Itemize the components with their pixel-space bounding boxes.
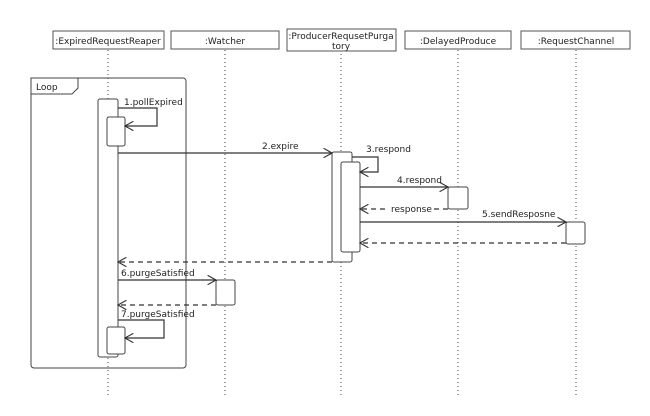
activation-channel bbox=[565, 221, 586, 245]
activation-reaper-poll bbox=[106, 116, 126, 147]
participant-label: :DelayedProduce bbox=[420, 37, 497, 47]
message-label-purge-satisfied: 6.purgeSatisfied bbox=[121, 269, 195, 279]
participant-channel: :RequestChannel bbox=[520, 30, 631, 50]
participant-reaper: :ExpiredRequestReaper bbox=[52, 30, 165, 50]
message-arrow-purge-satisfied-self bbox=[118, 319, 165, 338]
loop-label: Loop bbox=[36, 83, 58, 93]
message-label-send-response: 5.sendResposne bbox=[482, 210, 556, 220]
messages: 1.pollExpired 2.expire 3.respond 4.respo… bbox=[118, 98, 566, 338]
loop-fragment: Loop bbox=[30, 77, 187, 369]
loop-fragment-tab bbox=[30, 77, 79, 95]
participant-label-line2: tory bbox=[332, 42, 351, 52]
participant-label: :RequestChannel bbox=[538, 37, 615, 47]
participant-watcher: :Watcher bbox=[170, 30, 280, 50]
activation-reaper-purge bbox=[106, 326, 126, 355]
message-label-response: response bbox=[391, 205, 432, 215]
participant-delayed: :DelayedProduce bbox=[404, 30, 512, 50]
activation-purgatory-respond bbox=[340, 161, 361, 253]
activations bbox=[97, 98, 586, 358]
message-label-expire: 2.expire bbox=[262, 142, 299, 152]
participant-label: :Watcher bbox=[205, 37, 246, 47]
message-label-respond-self: 3.respond bbox=[366, 145, 411, 155]
activation-watcher bbox=[215, 279, 236, 306]
message-arrow-respond-self bbox=[352, 156, 379, 172]
message-label-purge-satisfied-self: 7.purgeSatisfied bbox=[121, 310, 195, 320]
participant-label: :ExpiredRequestReaper bbox=[55, 37, 161, 47]
activation-reaper bbox=[97, 98, 119, 358]
participant-label: :ProducerRequsetPurga bbox=[288, 32, 393, 42]
message-label-respond: 4.respond bbox=[397, 176, 442, 186]
message-arrow-poll-expired bbox=[118, 107, 158, 126]
activation-delayed bbox=[447, 186, 469, 210]
participant-purgatory: :ProducerRequsetPurga tory bbox=[286, 28, 397, 52]
message-label-response-bg bbox=[389, 202, 431, 214]
message-label-poll-expired: 1.pollExpired bbox=[124, 98, 183, 108]
